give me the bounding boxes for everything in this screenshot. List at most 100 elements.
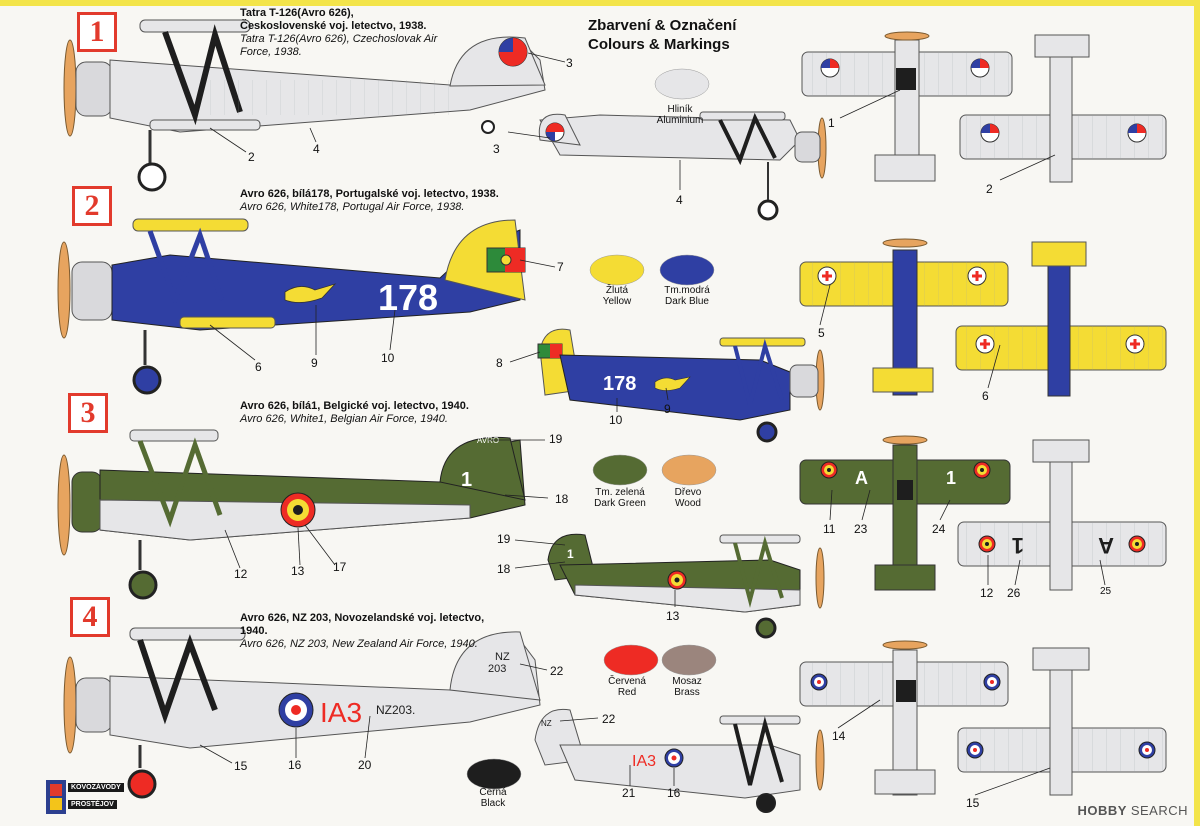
logo-line-1: KOVOZÁVODY	[68, 783, 124, 792]
variant-badge-2: 2	[72, 186, 112, 226]
p3-under-1: 1	[1012, 533, 1024, 558]
callout-19: 19	[549, 432, 563, 446]
callout-12: 12	[234, 567, 248, 581]
swatch-brass	[661, 644, 717, 676]
watermark-brand: HOBBY	[1077, 803, 1127, 818]
callout-14: 14	[832, 729, 846, 743]
callout-10: 10	[381, 351, 395, 365]
p4-fin: NZ	[495, 651, 510, 663]
plane-3-bottom: 1 A	[957, 439, 1167, 591]
callout-26: 26	[1007, 586, 1021, 600]
plane-4-side: IA3 NZ203. NZ 203	[63, 627, 541, 799]
swatch-en: Aluminium	[656, 115, 704, 126]
callout-24: 24	[932, 522, 946, 536]
plane-4-small: IA3 NZ	[534, 708, 825, 813]
swatch-cz: Žlutá	[605, 285, 629, 296]
variant-subtitle: Avro 626, White178, Portugal Air Force, …	[240, 201, 465, 213]
swatch-aluminium	[654, 68, 710, 100]
callout-22b: 22	[602, 712, 616, 726]
callout-6b: 6	[982, 389, 989, 403]
callout-15: 15	[234, 759, 248, 773]
callout-2: 2	[248, 150, 255, 164]
callout-17: 17	[333, 560, 347, 574]
callout-20: 20	[358, 758, 372, 772]
callout-13: 13	[291, 564, 305, 578]
callout-23: 23	[854, 522, 868, 536]
swatch-en: Dark Green	[594, 498, 646, 509]
swatch-dark-green	[592, 454, 648, 486]
p2-serial: 178	[378, 277, 438, 318]
callout-7: 7	[557, 260, 564, 274]
callout-1: 1	[828, 116, 835, 130]
hobbysearch-watermark: HOBBY SEARCH	[1077, 803, 1188, 818]
p3-avro: AVRO	[477, 436, 499, 445]
callout-13b: 13	[666, 609, 680, 623]
p3-wing-1: 1	[946, 468, 956, 488]
plane-4-bottom	[957, 647, 1167, 796]
swatch-cz: Červená	[608, 676, 646, 687]
variant-caption-1: Tatra T-126(Avro 626), Československé vo…	[240, 7, 440, 59]
callout-3: 3	[566, 56, 573, 70]
callout-3b: 3	[493, 142, 500, 156]
leader-lines	[199, 52, 1106, 796]
p3-wing-a: A	[855, 468, 868, 488]
plane-1-bottom	[959, 34, 1167, 183]
callout-18b: 18	[497, 562, 511, 576]
callout-6: 6	[255, 360, 262, 374]
callout-2b: 2	[986, 182, 993, 196]
variant-badge-4: 4	[70, 597, 110, 637]
p4-code: IA3	[320, 697, 362, 728]
plane-1-small	[538, 111, 827, 221]
swatch-en: Yellow	[602, 296, 632, 307]
kovozavody-logo: KOVOZÁVODY PROSTĚJOV	[46, 780, 126, 818]
plane-2-top	[799, 238, 1009, 396]
callout-10b: 10	[609, 413, 623, 427]
callout-15b: 15	[966, 796, 980, 810]
callout-9: 9	[311, 356, 318, 370]
sheet-title-en: Colours & Markings	[588, 36, 730, 53]
plane-3-side: 1 AVRO	[57, 429, 526, 600]
plane-1-side	[63, 19, 546, 192]
variant-title: Avro 626, NZ 203, Novozelandské voj. let…	[240, 612, 485, 637]
callout-4: 4	[313, 142, 320, 156]
plane-3-small: 1	[547, 533, 825, 639]
variant-caption-3: Avro 626, bílá1, Belgické voj. letectvo,…	[240, 400, 540, 426]
p3-under-a: A	[1098, 533, 1114, 558]
swatch-cz: Tm.modrá	[664, 285, 710, 296]
p2-small-serial: 178	[603, 373, 636, 395]
variant-title: Tatra T-126(Avro 626), Československé vo…	[240, 7, 427, 32]
callout-9b: 9	[664, 402, 671, 416]
p4-small-fin: NZ	[541, 719, 552, 728]
variant-subtitle: Avro 626, NZ 203, New Zealand Air Force,…	[240, 638, 478, 650]
callout-8: 8	[496, 356, 503, 370]
plane-3-top: A 1	[799, 435, 1011, 591]
callout-11: 11	[823, 522, 836, 536]
swatch-wood	[661, 454, 717, 486]
swatch-cz: Mosaz	[672, 676, 702, 687]
logo-line-2: PROSTĚJOV	[68, 800, 117, 809]
callout-19b: 19	[497, 532, 511, 546]
swatch-cz: Hliník	[667, 104, 693, 115]
variant-caption-4: Avro 626, NZ 203, Novozelandské voj. let…	[240, 612, 490, 651]
variant-caption-2: Avro 626, bílá178, Portugalské voj. lete…	[240, 188, 560, 214]
swatch-cz: Černá	[479, 787, 507, 798]
p3-code: 1	[461, 469, 472, 491]
sheet-title-cz: Zbarvení & Označení	[588, 17, 737, 34]
variant-badge-3: 3	[68, 393, 108, 433]
callout-22: 22	[550, 664, 564, 678]
swatch-en: Dark Blue	[665, 296, 709, 307]
callout-21: 21	[622, 786, 636, 800]
plane-4-top	[799, 640, 1009, 796]
swatch-black	[466, 758, 522, 790]
swatch-cz: Dřevo	[674, 487, 702, 498]
variant-badge-1: 1	[77, 12, 117, 52]
plane-2-side: 178	[57, 218, 526, 395]
